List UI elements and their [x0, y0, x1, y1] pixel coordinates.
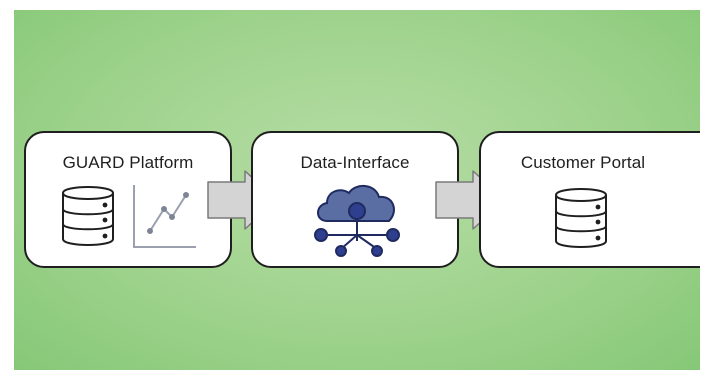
- node-customer-portal: Customer Portal: [479, 131, 700, 268]
- cloud-network-icon: [314, 185, 400, 257]
- node-title: GUARD Platform: [62, 153, 194, 172]
- node-data-interface: Data-Interface: [251, 131, 459, 268]
- line-chart-icon: [133, 185, 196, 248]
- node-title: Customer Portal: [520, 153, 646, 172]
- diagram-canvas: GUARD Platform Data-Interface: [14, 10, 700, 370]
- node-title: Data-Interface: [300, 153, 410, 172]
- database-icon: [62, 186, 114, 246]
- node-guard-platform: GUARD Platform: [24, 131, 232, 268]
- database-icon: [555, 188, 607, 248]
